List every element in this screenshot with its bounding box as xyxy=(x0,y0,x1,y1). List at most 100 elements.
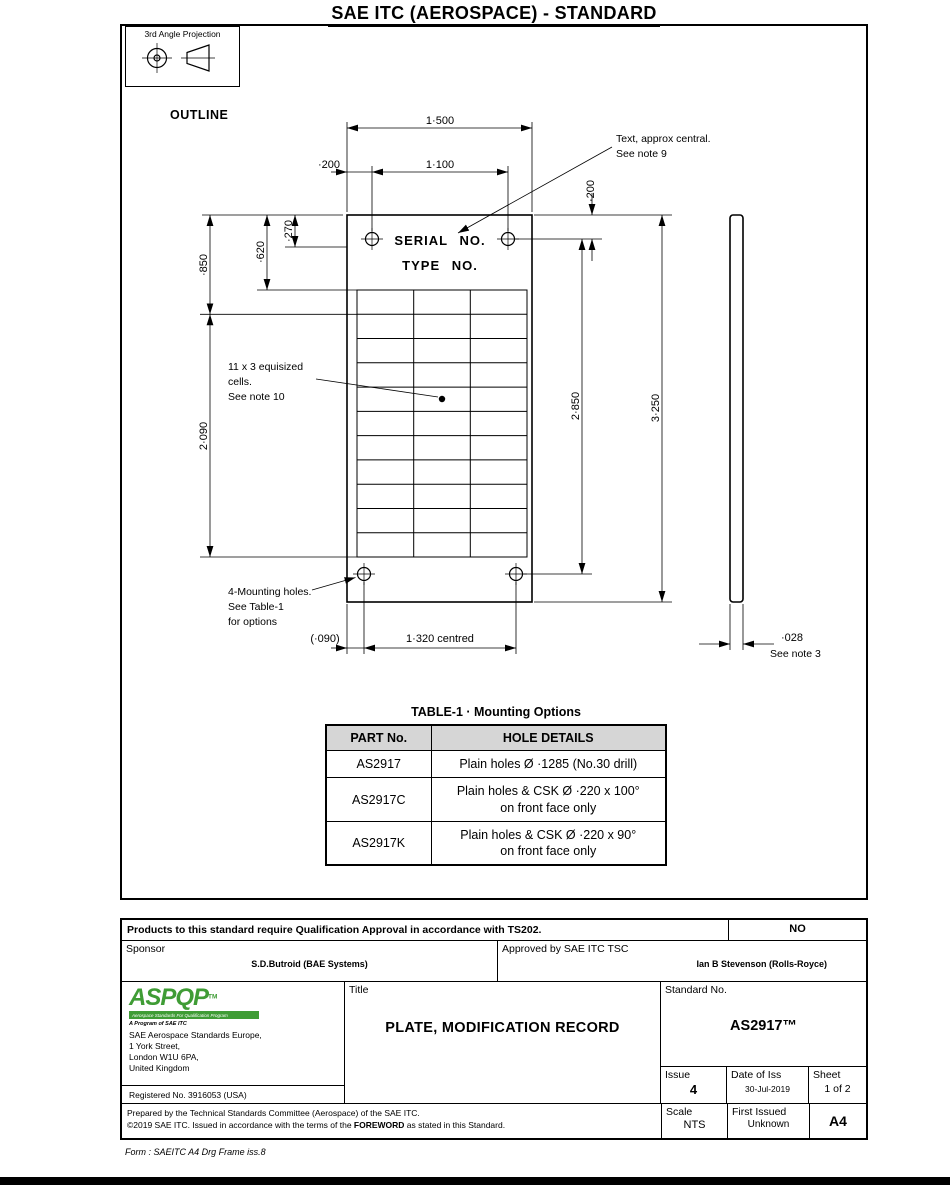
plate-side-view xyxy=(729,214,744,603)
part-number: AS2917K xyxy=(325,820,432,866)
standard-number-value: AS2917™ xyxy=(730,1018,797,1034)
standard-column: Standard No. AS2917™ Issue 4 Date of Iss… xyxy=(661,982,866,1103)
dim-hole-spacing-v: 2·850 xyxy=(570,392,582,420)
aspqp-tagline: Aerospace Standards For Qualification Pr… xyxy=(129,1011,259,1019)
qualification-statement: Products to this standard require Qualif… xyxy=(127,924,542,936)
scale-value: NTS xyxy=(683,1119,706,1131)
first-issued-label: First Issued xyxy=(732,1106,787,1118)
standard-number-label: Standard No. xyxy=(665,984,727,996)
dim-bottom-edge-offset: (·090) xyxy=(310,633,339,645)
table-header-row: PART No. HOLE DETAILS xyxy=(325,724,667,751)
grid-center-dot xyxy=(438,395,446,403)
page-title: SAE ITC (AEROSPACE) - STANDARD xyxy=(120,3,868,27)
part-number: AS2917 xyxy=(325,749,432,779)
dim-grid-span: 2·090 xyxy=(198,422,210,450)
aspqp-program-note: A Program of SAE ITC xyxy=(129,1020,187,1027)
issue-cell: Issue 4 xyxy=(661,1067,727,1103)
hole-details-line: Plain holes Ø ·1285 (No.30 drill) xyxy=(459,757,638,771)
sheet-value: 1 of 2 xyxy=(824,1083,851,1095)
dimension-lines xyxy=(206,124,774,652)
first-issued-value: Unknown xyxy=(747,1119,790,1130)
sponsor-name: S.D.Butroid (BAE Systems) xyxy=(251,959,368,969)
prepared-statement: Prepared by the Technical Standards Comm… xyxy=(127,1108,420,1118)
issue-value: 4 xyxy=(689,1082,698,1097)
sheet-size: A4 xyxy=(829,1113,847,1129)
annotation-cells-3: See note 10 xyxy=(228,391,285,403)
sponsor-cell: Sponsor S.D.Butroid (BAE Systems) xyxy=(122,941,498,981)
issue-row: Issue 4 Date of Iss 30-Jul-2019 Sheet 1 … xyxy=(661,1066,866,1103)
hole-details-line: on front face only xyxy=(500,844,597,858)
approved-cell: Approved by SAE ITC TSC Ian B Stevenson … xyxy=(498,941,866,981)
approved-label: Approved by SAE ITC TSC xyxy=(502,943,629,955)
table-row: AS2917K Plain holes & CSK Ø ·220 x 90° o… xyxy=(325,820,667,866)
dim-thickness: ·028 xyxy=(781,632,803,644)
annotation-mounting-2: See Table-1 xyxy=(228,601,284,613)
aspqp-logo-text: ASPQP xyxy=(129,984,209,1011)
page-bottom-edge xyxy=(0,1177,950,1185)
scale-cell: Scale NTS xyxy=(662,1104,728,1138)
registered-number: Registered No. 3916053 (USA) xyxy=(129,1090,247,1100)
title-label: Title xyxy=(349,984,369,996)
dim-850: ·850 xyxy=(198,254,210,276)
page-title-text: SAE ITC (AEROSPACE) - STANDARD xyxy=(328,3,660,27)
third-angle-projection-icon xyxy=(141,43,215,73)
divider xyxy=(122,1085,344,1086)
standard-number-cell: Standard No. AS2917™ xyxy=(661,982,866,1066)
dim-270: ·270 xyxy=(283,220,295,242)
annotation-mounting-1: 4-Mounting holes. xyxy=(228,586,311,598)
footer-row: Prepared by the Technical Standards Comm… xyxy=(122,1104,866,1138)
title-cell: Title PLATE, MODIFICATION RECORD xyxy=(345,982,661,1103)
form-note: Form : SAEITC A4 Drg Frame iss.8 xyxy=(125,1147,266,1157)
type-no-label: TYPE NO. xyxy=(402,258,478,273)
address-line: United Kingdom xyxy=(129,1062,190,1073)
mounting-holes xyxy=(353,228,527,585)
annotation-central-text-1: Text, approx central. xyxy=(616,133,711,145)
table-header-details: HOLE DETAILS xyxy=(430,724,667,751)
projection-box: 3rd Angle Projection xyxy=(125,26,240,87)
publisher-address: SAE Aerospace Standards Europe, 1 York S… xyxy=(129,1030,337,1074)
annotation-central-text-2: See note 9 xyxy=(616,148,667,160)
hole-details: Plain holes Ø ·1285 (No.30 drill) xyxy=(430,749,667,779)
serial-no-label: SERIAL NO. xyxy=(394,233,485,248)
sponsor-row: Sponsor S.D.Butroid (BAE Systems) Approv… xyxy=(122,941,866,982)
dim-620: ·620 xyxy=(255,241,267,263)
technical-drawing: OUTLINE SERIAL NO. TYPE NO. 1·500 ·200 1… xyxy=(170,108,821,660)
drawing-frame: OUTLINE SERIAL NO. TYPE NO. 1·500 ·200 1… xyxy=(120,24,868,900)
dim-hole-spacing-h: 1·100 xyxy=(426,159,454,171)
prepared-cell: Prepared by the Technical Standards Comm… xyxy=(122,1104,662,1138)
hole-details: Plain holes & CSK Ø ·220 x 100° on front… xyxy=(430,777,667,822)
publisher-cell: ASPQPTM Aerospace Standards For Qualific… xyxy=(122,982,345,1103)
dim-hole-top-offset: ·200 xyxy=(585,180,597,202)
address-line: 1 York Street, xyxy=(129,1040,181,1051)
table1-caption: TABLE-1 · Mounting Options xyxy=(411,705,581,719)
main-title-row: ASPQPTM Aerospace Standards For Qualific… xyxy=(122,982,866,1104)
foreword-emphasis: FOREWORD xyxy=(353,1120,405,1131)
table-row: AS2917C Plain holes & CSK Ø ·220 x 100° … xyxy=(325,777,667,822)
dim-hole-edge-offset: ·200 xyxy=(318,159,340,171)
projection-label: 3rd Angle Projection xyxy=(144,29,221,39)
extension-lines xyxy=(200,122,744,654)
dim-total-width: 1·500 xyxy=(426,115,454,127)
sponsor-label: Sponsor xyxy=(126,943,166,955)
hole-details: Plain holes & CSK Ø ·220 x 90° on front … xyxy=(430,820,667,866)
leader-lines xyxy=(311,146,613,591)
first-issued-cell: First Issued Unknown xyxy=(728,1104,810,1138)
sheet-label: Sheet xyxy=(813,1069,841,1081)
hole-details-line: Plain holes & CSK Ø ·220 x 100° xyxy=(456,784,640,799)
note-thickness: See note 3 xyxy=(770,648,821,660)
address-line: SAE Aerospace Standards Europe, xyxy=(129,1029,262,1040)
hole-details-line: Plain holes & CSK Ø ·220 x 90° xyxy=(460,827,637,842)
hole-details-line: on front face only xyxy=(500,800,597,815)
annotation-cells-2: cells. xyxy=(228,376,252,388)
annotation-mounting-3: for options xyxy=(228,616,277,628)
document-title: PLATE, MODIFICATION RECORD xyxy=(385,1020,620,1036)
date-of-issue-label: Date of Iss xyxy=(731,1069,782,1081)
part-number: AS2917C xyxy=(325,777,432,822)
address-line: London W1U 6PA, xyxy=(129,1051,199,1062)
date-of-issue-value: 30-Jul-2019 xyxy=(745,1084,790,1094)
trademark-mark: TM xyxy=(208,993,218,1001)
title-block: Products to this standard require Qualif… xyxy=(120,918,868,1140)
outline-label: OUTLINE xyxy=(170,108,228,122)
qualification-answer: NO xyxy=(728,920,866,940)
date-of-issue-cell: Date of Iss 30-Jul-2019 xyxy=(727,1067,809,1103)
